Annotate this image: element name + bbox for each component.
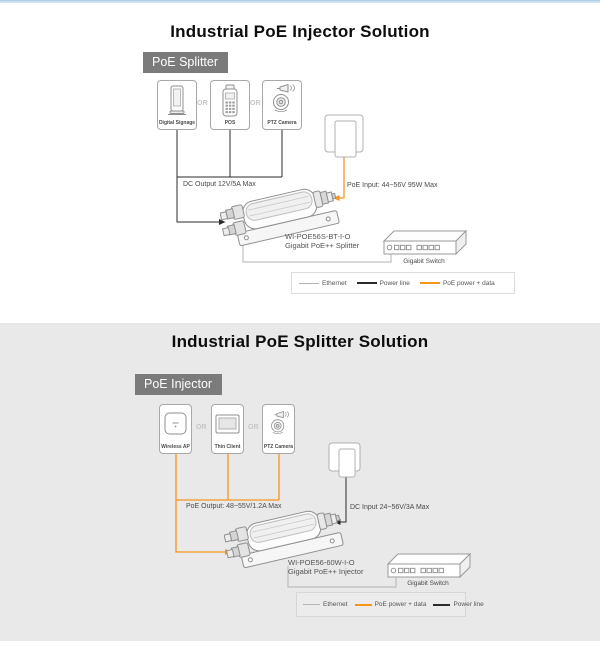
legend-item-poe-power: PoE power + data: [354, 601, 426, 608]
ptz-camera-icon: [263, 405, 294, 444]
product2-name: WI-POE56-60W-I-O Gigabit PoE++ Injector: [288, 558, 363, 576]
or-separator: OR: [197, 100, 208, 107]
pos-terminal-icon: [211, 81, 249, 120]
device-label: POS: [224, 120, 236, 126]
device-box-digital-signage: Digital Signage: [157, 80, 197, 130]
power-line-swatch: [433, 603, 451, 606]
device-box-pos: POS: [210, 80, 250, 130]
device-label: Thin Client: [214, 444, 241, 450]
poe-line-swatch: [354, 603, 372, 606]
ethernet-line-swatch: [303, 604, 320, 605]
gigabit-switch-image: [383, 230, 467, 255]
product1-name: WI-POE56S-BT-I-O Gigabit PoE++ Splitter: [285, 232, 359, 250]
legend-top: Ethernet Power line PoE power + data: [291, 272, 515, 294]
switch2-label: Gigabit Switch: [407, 580, 449, 587]
or-separator: OR: [196, 424, 207, 431]
poe-line-swatch: [419, 282, 440, 284]
power-line-swatch: [356, 282, 377, 284]
section1-title: Industrial PoE Injector Solution: [170, 22, 430, 41]
dc-input-label: DC Input 24~56V/3A Max: [350, 504, 430, 511]
section2-badge: PoE Injector: [135, 374, 223, 395]
digital-signage-icon: [158, 81, 196, 120]
product2-desc: Gigabit PoE++ Injector: [288, 567, 364, 576]
wall-outlet-icon: [328, 442, 361, 478]
device-box-ptz-camera: PTZ Camera: [262, 80, 302, 130]
legend-item-power-line: Power line: [433, 601, 484, 608]
thin-client-icon: [212, 405, 243, 444]
ethernet-line-swatch: [299, 282, 319, 284]
product1-model: WI-POE56S-BT-I-O: [285, 232, 351, 241]
device-box-thin-client: Thin Client: [211, 404, 244, 454]
wall-outlet-icon: [324, 114, 364, 158]
device-label: Wireless AP: [161, 444, 190, 450]
dc-output-label: DC Output 12V/5A Max: [183, 181, 256, 188]
poe-input-label: PoE Input: 44~56V 95W Max: [347, 182, 438, 189]
device-box-wireless-ap: Wireless AP: [159, 404, 192, 454]
product1-desc: Gigabit PoE++ Splitter: [285, 241, 360, 250]
legend-item-ethernet: Ethernet: [299, 280, 347, 287]
gigabit-switch-image: [387, 553, 471, 578]
ptz-camera-icon: [263, 81, 301, 120]
poe-output-label: PoE Output: 48~55V/1.2A Max: [186, 503, 282, 510]
legend-bottom: Ethernet PoE power + data Power line: [296, 592, 484, 617]
legend-item-power-line: Power line: [356, 280, 410, 287]
page-top-sky-strip: [0, 0, 600, 3]
legend-item-ethernet: Ethernet: [303, 601, 348, 608]
device-box-ptz-camera-2: PTZ Camera: [262, 404, 295, 454]
or-separator: OR: [250, 100, 261, 107]
wireless-ap-icon: [160, 405, 191, 444]
device-label: Digital Signage: [158, 120, 196, 126]
section1-badge: PoE Splitter: [143, 52, 229, 73]
legend-item-poe-power: PoE power + data: [419, 280, 495, 287]
section2-background: [0, 323, 600, 641]
product2-model: WI-POE56-60W-I-O: [288, 558, 355, 567]
device-label: PTZ Camera: [267, 120, 297, 126]
switch1-label: Gigabit Switch: [403, 258, 445, 265]
section2-title: Industrial PoE Splitter Solution: [171, 332, 429, 351]
or-separator: OR: [248, 424, 259, 431]
device-label: PTZ Camera: [263, 444, 294, 450]
